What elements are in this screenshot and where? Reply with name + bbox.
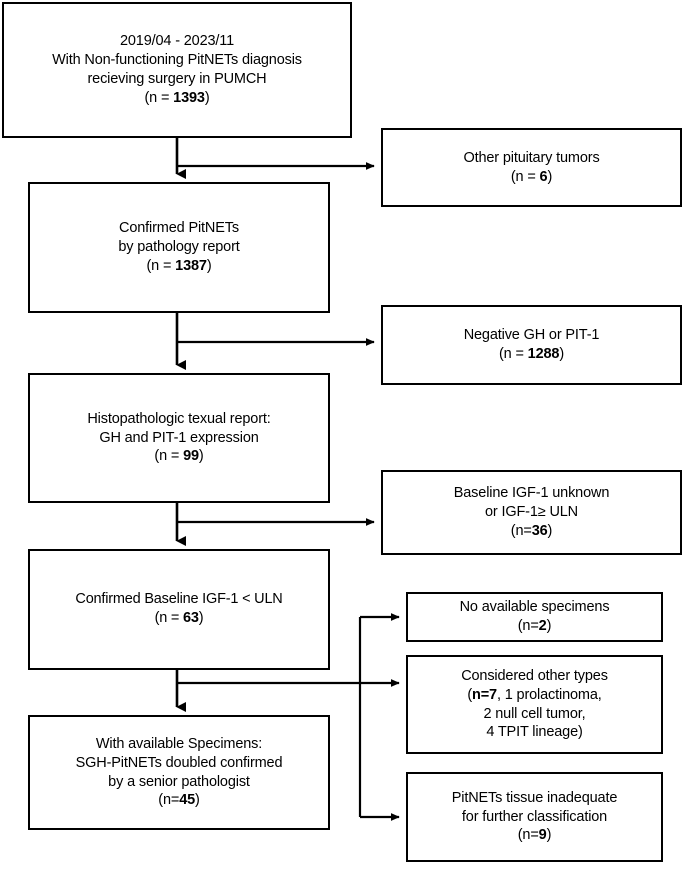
node-negative-gh-pit1-count: (n = 1288) [498, 346, 565, 362]
node-no-available-specimens-label: No available specimens [459, 599, 610, 616]
node-confirmed-pitnets-count: (n = 1387) [146, 257, 212, 274]
node-confirmed-pitnets-label: Confirmed PitNETs by pathology report [118, 220, 240, 256]
node-other-pituitary-tumors-label: Other pituitary tumors [463, 149, 600, 166]
node-tissue-inadequate-count: (n=9) [517, 827, 552, 844]
node-confirmed-pitnets-text-wrap: Confirmed PitNETs by pathology report (n… [30, 200, 328, 294]
node-baseline-igf1-unknown[interactable]: Baseline IGF-1 unknown or IGF-1≥ ULN (n=… [381, 470, 682, 555]
node-histopathologic-report[interactable]: Histopathologic texual report: GH and PI… [28, 373, 330, 503]
node-enrollment[interactable]: 2019/04 - 2023/11 With Non-functioning P… [2, 2, 352, 138]
node-no-available-specimens[interactable]: No available specimens (n=2) [406, 592, 663, 642]
node-confirmed-igf1-text-wrap: Confirmed Baseline IGF-1 < ULN (n = 63) [30, 571, 328, 646]
node-histopathologic-report-count: (n = 99) [154, 448, 204, 465]
node-baseline-igf1-unknown-text-wrap: Baseline IGF-1 unknown or IGF-1≥ ULN (n=… [383, 465, 680, 559]
node-no-available-specimens-text-wrap: No available specimens (n=2) [408, 579, 661, 654]
node-histopathologic-report-text-wrap: Histopathologic texual report: GH and PI… [30, 391, 328, 485]
node-available-specimens-label: With available Specimens: SGH-PitNETs do… [75, 735, 283, 790]
node-other-pituitary-tumors[interactable]: Other pituitary tumors (n = 6) [381, 128, 682, 207]
node-other-pituitary-tumors-count: (n = 6) [510, 168, 553, 185]
node-no-available-specimens-count: (n=2) [517, 618, 552, 634]
node-histopathologic-report-label: Histopathologic texual report: GH and PI… [87, 410, 271, 446]
node-confirmed-pitnets[interactable]: Confirmed PitNETs by pathology report (n… [28, 182, 330, 313]
node-confirmed-igf1[interactable]: Confirmed Baseline IGF-1 < ULN (n = 63) [28, 549, 330, 670]
node-negative-gh-pit1-label: Negative GH or PIT-1 [463, 327, 600, 344]
node-considered-other-types-count: (n=7, 1 prolactinoma, 2 null cell tumor,… [467, 686, 602, 741]
node-enrollment-count: (n = 1393) [144, 89, 210, 106]
node-confirmed-igf1-label: Confirmed Baseline IGF-1 < ULN [75, 590, 283, 607]
node-available-specimens-text-wrap: With available Specimens: SGH-PitNETs do… [30, 716, 328, 829]
node-baseline-igf1-unknown-label: Baseline IGF-1 unknown or IGF-1≥ ULN [453, 485, 610, 521]
node-considered-other-types[interactable]: Considered other types (n=7, 1 prolactin… [406, 655, 663, 754]
node-other-pituitary-tumors-text-wrap: Other pituitary tumors (n = 6) [383, 130, 680, 205]
node-tissue-inadequate-text-wrap: PitNETs tissue inadequate for further cl… [408, 770, 661, 864]
node-tissue-inadequate-label: PitNETs tissue inadequate for further cl… [451, 789, 618, 825]
node-considered-other-types-text-wrap: Considered other types (n=7, 1 prolactin… [408, 648, 661, 761]
node-baseline-igf1-unknown-count: (n=36) [510, 522, 553, 539]
node-negative-gh-pit1-text-wrap: Negative GH or PIT-1 (n = 1288) [383, 307, 680, 382]
node-negative-gh-pit1[interactable]: Negative GH or PIT-1 (n = 1288) [381, 305, 682, 385]
node-tissue-inadequate[interactable]: PitNETs tissue inadequate for further cl… [406, 772, 663, 862]
node-considered-other-types-label: Considered other types [461, 667, 608, 684]
node-enrollment-text-wrap: 2019/04 - 2023/11 With Non-functioning P… [4, 13, 350, 126]
node-enrollment-label: 2019/04 - 2023/11 With Non-functioning P… [52, 33, 302, 87]
node-confirmed-igf1-count: (n = 63) [154, 609, 204, 626]
node-available-specimens[interactable]: With available Specimens: SGH-PitNETs do… [28, 715, 330, 830]
node-available-specimens-count: (n=45) [158, 792, 200, 809]
